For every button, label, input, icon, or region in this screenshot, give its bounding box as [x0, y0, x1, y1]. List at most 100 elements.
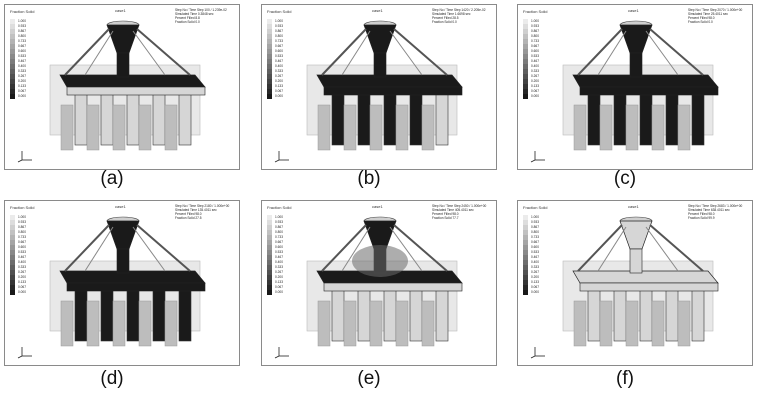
- legend-swatch: [523, 240, 528, 245]
- legend-tick: 0.467: [531, 255, 539, 259]
- legend-swatch: [523, 220, 528, 225]
- info-filled: Percent Filled 98.0: [688, 16, 715, 20]
- legend-tick: 0.467: [18, 59, 26, 63]
- legend-tick: 0.733: [18, 39, 26, 43]
- legend-title: Fraction Solid: [523, 9, 548, 14]
- legend-swatch: [10, 285, 15, 290]
- legend-tick: 0.400: [531, 64, 539, 68]
- casting-model: [49, 216, 206, 347]
- legend-swatch: [10, 275, 15, 280]
- casting-model: [562, 20, 719, 151]
- legend-tick: 0.067: [275, 89, 283, 93]
- legend-swatch: [10, 49, 15, 54]
- legend-swatch: [523, 54, 528, 59]
- legend-tick: 0.800: [275, 34, 283, 38]
- legend-swatch: [267, 44, 272, 49]
- axis-triad-icon: [17, 347, 32, 359]
- case-label: case1: [372, 204, 383, 209]
- casting-model: [306, 216, 463, 347]
- legend-tick: 0.867: [18, 225, 26, 229]
- legend-swatch: [523, 275, 528, 280]
- legend-swatch: [523, 34, 528, 39]
- legend-swatch: [267, 255, 272, 260]
- legend-tick: 0.333: [531, 69, 539, 73]
- legend-tick: 0.333: [531, 265, 539, 269]
- legend-tick: 0.733: [275, 39, 283, 43]
- legend-tick: 0.200: [18, 275, 26, 279]
- legend-swatch: [523, 265, 528, 270]
- panel-caption: (f): [616, 368, 634, 389]
- legend-tick: 0.933: [531, 24, 539, 28]
- legend-tick: 0.733: [531, 235, 539, 239]
- legend-tick: 0.067: [531, 89, 539, 93]
- legend-tick: 0.400: [275, 64, 283, 68]
- legend-swatch: [523, 79, 528, 84]
- legend-tick: 0.867: [275, 225, 283, 229]
- info-filled: Percent Filled 28.5: [432, 16, 459, 20]
- legend-swatch: [267, 225, 272, 230]
- legend-swatch: [523, 280, 528, 285]
- simulation-panel: Fraction Solid case1 Step No / Time Step 1…: [4, 4, 240, 170]
- info-filled: Percent Filled 8.8: [175, 16, 200, 20]
- legend-swatch: [523, 94, 528, 99]
- legend-tick: 0.400: [18, 64, 26, 68]
- legend-swatch: [523, 285, 528, 290]
- info-time: Simulated Time 25.4011 sec: [688, 12, 728, 16]
- legend-swatch: [267, 54, 272, 59]
- legend-swatch: [267, 245, 272, 250]
- legend-tick: 0.600: [18, 49, 26, 53]
- legend-swatch: [523, 69, 528, 74]
- legend-swatch: [523, 245, 528, 250]
- legend-tick: 0.467: [18, 255, 26, 259]
- legend-tick: 0.933: [18, 24, 26, 28]
- legend-tick: 1.000: [18, 215, 26, 219]
- legend-swatch: [10, 290, 15, 295]
- legend-title: Fraction Solid: [10, 205, 35, 210]
- info-filled: Percent Filled 98.0: [432, 212, 459, 216]
- legend-swatch: [267, 49, 272, 54]
- legend-swatch: [10, 39, 15, 44]
- legend-tick: 0.800: [18, 34, 26, 38]
- axis-triad-icon: [530, 347, 545, 359]
- legend-title: Fraction Solid: [267, 9, 292, 14]
- legend-tick: 0.200: [531, 79, 539, 83]
- legend-swatch: [523, 255, 528, 260]
- panel-caption: (c): [613, 168, 637, 189]
- legend-tick: 0.667: [275, 44, 283, 48]
- legend-swatch: [10, 94, 15, 99]
- case-label: case1: [115, 8, 126, 13]
- legend-tick: 0.933: [275, 24, 283, 28]
- axis-triad-icon: [17, 151, 32, 163]
- legend-swatch: [267, 220, 272, 225]
- legend-swatch: [10, 19, 15, 24]
- legend-swatch: [10, 69, 15, 74]
- legend-tick: 0.733: [531, 39, 539, 43]
- legend-swatch: [267, 260, 272, 265]
- legend-tick: 0.533: [275, 250, 283, 254]
- info-time: Simulated Time 1.6698 sec: [432, 12, 471, 16]
- legend-tick: 0.533: [531, 250, 539, 254]
- legend-tick: 0.933: [531, 220, 539, 224]
- legend-swatch: [267, 64, 272, 69]
- legend-tick: 0.400: [275, 260, 283, 264]
- legend-swatch: [523, 270, 528, 275]
- panel-caption: (d): [100, 368, 124, 389]
- legend-tick: 1.000: [275, 215, 283, 219]
- legend-swatch: [10, 260, 15, 265]
- info-step: Step No / Time Step 100 / 1.239e-02: [175, 8, 227, 12]
- legend-tick: 0.600: [531, 245, 539, 249]
- legend-tick: 0.000: [18, 94, 26, 98]
- legend-swatch: [267, 275, 272, 280]
- legend-swatch: [10, 44, 15, 49]
- legend-swatch: [267, 74, 272, 79]
- case-label: case1: [628, 204, 639, 209]
- legend-title: Fraction Solid: [10, 9, 35, 14]
- legend-tick: 0.200: [275, 79, 283, 83]
- legend-tick: 0.200: [275, 275, 283, 279]
- legend-swatch: [523, 19, 528, 24]
- legend-swatch: [10, 79, 15, 84]
- legend-tick: 0.733: [275, 235, 283, 239]
